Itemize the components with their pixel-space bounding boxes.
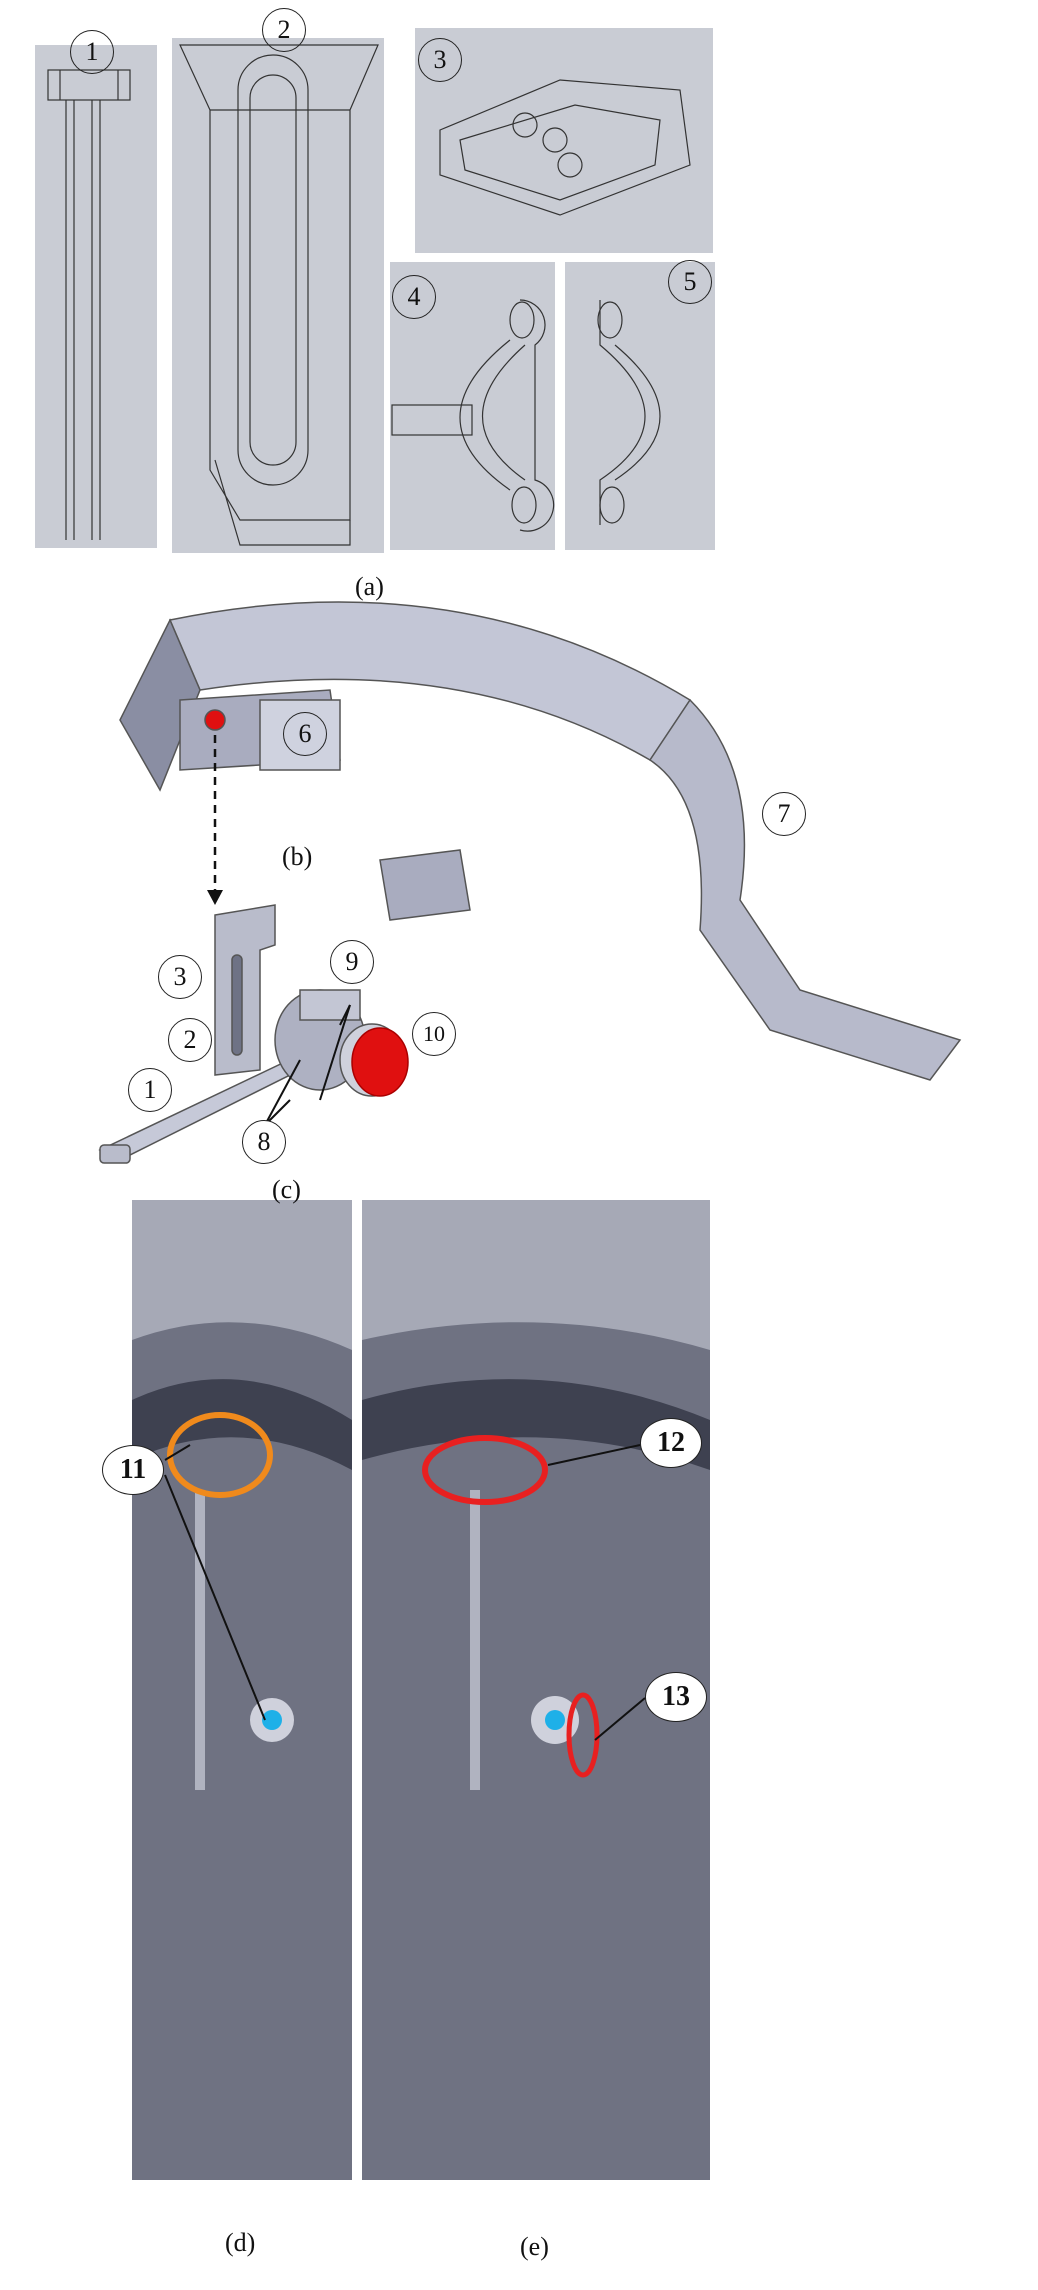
wireframe-lines bbox=[47, 44, 691, 546]
part-label-1: 1 bbox=[70, 30, 114, 74]
detail-d bbox=[132, 1200, 352, 2180]
caption-e: (e) bbox=[520, 2232, 549, 2261]
part-label-5: 5 bbox=[668, 260, 712, 304]
part-label-3: 3 bbox=[418, 38, 462, 82]
part-label-11: 11 bbox=[102, 1445, 164, 1495]
caption-b: (b) bbox=[282, 842, 313, 871]
part-label-2: 2 bbox=[262, 8, 306, 52]
part-label-2-assembly: 2 bbox=[168, 1018, 212, 1062]
part-3-wireframe-panel bbox=[415, 28, 713, 253]
caption-a: (a) bbox=[355, 572, 384, 601]
part-1-wireframe-panel bbox=[35, 45, 157, 548]
leader-arrows bbox=[164, 1004, 646, 1741]
caption-c: (c) bbox=[272, 1175, 301, 1204]
part-label-8: 8 bbox=[242, 1120, 286, 1164]
part-2-wireframe-panel bbox=[172, 38, 384, 553]
caption-d: (d) bbox=[225, 2228, 256, 2257]
part-label-3-assembly: 3 bbox=[158, 955, 202, 999]
part-label-13: 13 bbox=[645, 1672, 707, 1722]
part-label-10: 10 bbox=[412, 1012, 456, 1056]
part-label-4: 4 bbox=[392, 275, 436, 319]
part-label-1-assembly: 1 bbox=[128, 1068, 172, 1112]
part-label-12: 12 bbox=[640, 1418, 702, 1468]
part-label-9: 9 bbox=[330, 940, 374, 984]
part-5-wireframe-panel bbox=[565, 262, 715, 550]
part-label-6: 6 bbox=[283, 712, 327, 756]
part-label-7: 7 bbox=[762, 792, 806, 836]
